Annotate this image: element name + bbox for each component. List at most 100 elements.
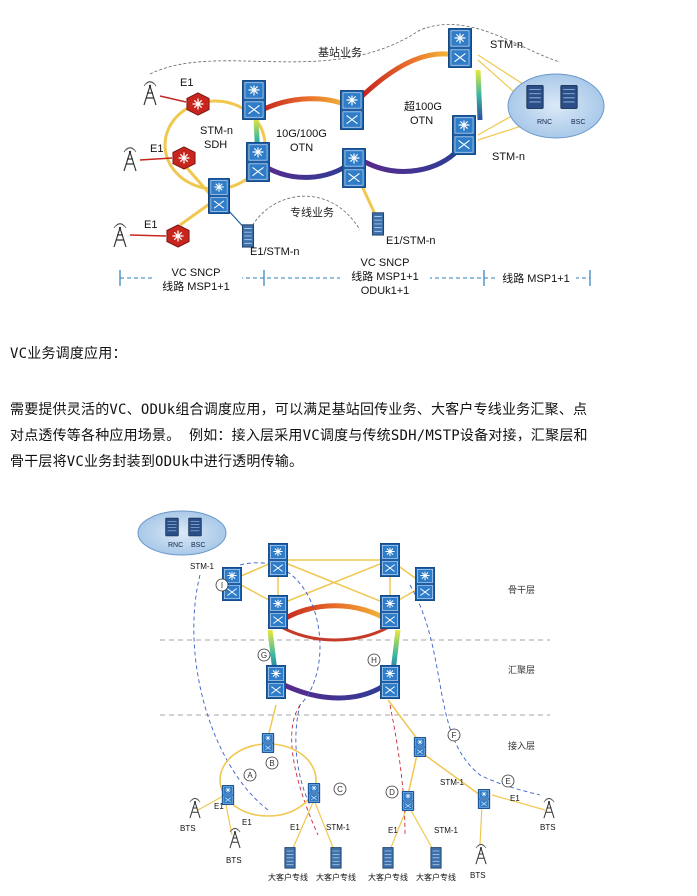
span-mid-line3: ODUk1+1 (361, 285, 410, 297)
bts-tower-icon-3 (475, 843, 487, 865)
building-icon-1 (241, 224, 255, 248)
access-node-4 (413, 737, 427, 757)
sdh-stm-label: STM-n (200, 125, 233, 137)
rnc-label: RNC (537, 119, 552, 126)
building-icon-2 (371, 212, 385, 236)
layer-access-label: 接入层 (508, 740, 535, 751)
backbone-node-3 (268, 595, 288, 629)
rnc-label-2: RNC (168, 542, 183, 549)
access-node-3 (307, 783, 321, 803)
stm-n-top-label: STM-n (490, 39, 523, 51)
otn-node-2 (246, 142, 270, 182)
backbone-node-5 (380, 595, 400, 629)
sdh-red-node-2 (172, 146, 196, 170)
aggregation-node-2 (380, 665, 400, 699)
tower-icon-2 (123, 146, 137, 172)
e1-label-3: E1 (290, 823, 300, 832)
bts-label-1: BTS (180, 824, 196, 833)
e1-label-b: E1 (150, 143, 163, 155)
marker-h: H (371, 656, 377, 665)
marker-f: F (452, 731, 457, 740)
span-mid-line1: VC SNCP (361, 257, 410, 269)
customer-label-1: 大客户专线 (268, 872, 308, 882)
stm1-top-label: STM-1 (190, 562, 215, 571)
customer-label-2: 大客户专线 (316, 872, 356, 882)
e1-label-a: E1 (180, 77, 193, 89)
stm1-d-label: STM-1 (434, 826, 459, 835)
marker-d: D (389, 788, 395, 797)
bts-label-2: BTS (226, 856, 242, 865)
e1-label-1: E1 (214, 802, 224, 811)
e1-stm-left-label: E1/STM-n (250, 246, 300, 258)
backbone-node-6 (415, 567, 435, 601)
otn-node-5 (448, 28, 472, 68)
paragraph-line-2: 对点透传等各种应用场景。 例如：接入层采用VC调度与传统SDH/MSTP设备对接… (10, 428, 588, 444)
bsc-server-icon (560, 85, 578, 109)
super-otn-speed-label: 超100G (404, 99, 442, 113)
e1-label-2: E1 (242, 818, 252, 827)
super-otn-label: OTN (410, 115, 433, 127)
span-mid-line2: 线路 MSP1+1 (351, 269, 419, 283)
sdh-node (208, 178, 230, 214)
customer-building-icon-2 (330, 847, 342, 869)
bsc-label: BSC (571, 119, 585, 126)
bts-label-4: BTS (540, 823, 556, 832)
customer-label-3: 大客户专线 (368, 872, 408, 882)
bsc-label-2: BSC (191, 542, 205, 549)
otn-node-1 (242, 80, 266, 120)
stm-n-bottom-label: STM-n (492, 151, 525, 163)
bts-tower-icon-1 (189, 797, 201, 819)
access-node-1 (261, 733, 275, 753)
customer-building-icon-3 (382, 847, 394, 869)
marker-e: E (505, 777, 510, 786)
aggregation-node-1 (266, 665, 286, 699)
bts-label-3: BTS (470, 871, 486, 880)
rnc-server-icon-2 (165, 517, 179, 537)
e1-label-c: E1 (144, 219, 157, 231)
paragraph-line-1: 需要提供灵活的VC、ODUk组合调度应用，可以满足基站回传业务、大客户专线业务汇… (10, 402, 588, 418)
base-station-service-label: 基站业务 (318, 45, 362, 59)
rnc-bsc-cloud (507, 73, 605, 139)
e1-label-5: E1 (510, 794, 520, 803)
marker-a: A (247, 771, 253, 780)
stm1-e-label: STM-1 (440, 778, 465, 787)
access-node-6 (477, 789, 491, 809)
paragraph-line-3: 骨干层将VC业务封装到ODUk中进行透明传输。 (10, 454, 304, 470)
leased-line-service-label: 专线业务 (290, 205, 334, 219)
rnc-server-icon (526, 85, 544, 109)
sdh-red-node-1 (186, 92, 210, 116)
network-diagram-1: RNC BSC 基站业务 E1 E1 E1 STM-n SDH 10G/100G… (113, 24, 605, 298)
description-paragraph: 需要提供灵活的VC、ODUk组合调度应用，可以满足基站回传业务、大客户专线业务汇… (10, 397, 690, 475)
layer-aggregation-label: 汇聚层 (508, 665, 535, 675)
backbone-node-4 (380, 543, 400, 577)
marker-c: C (337, 785, 343, 794)
otn-speed-label: 10G/100G (276, 128, 327, 140)
tower-icon-3 (113, 222, 127, 248)
sdh-label: SDH (204, 139, 227, 151)
backbone-node-2 (268, 543, 288, 577)
otn-node-3 (340, 90, 364, 130)
customer-label-4: 大客户专线 (416, 872, 456, 882)
otn-label: OTN (290, 142, 313, 154)
access-node-2 (221, 785, 235, 805)
span-left-line2: 线路 MSP1+1 (162, 279, 230, 293)
tower-icon-1 (143, 80, 157, 106)
e1-stm-right-label: E1/STM-n (386, 235, 436, 247)
network-diagram-2: RNC BSC I G H F B A C D E (137, 510, 556, 882)
bts-tower-icon-4 (543, 797, 555, 819)
marker-b: B (269, 759, 274, 768)
otn-node-4 (342, 148, 366, 188)
otn-node-6 (452, 115, 476, 155)
layer-backbone-label: 骨干层 (508, 585, 535, 595)
marker-g: G (261, 651, 267, 660)
customer-building-icon-1 (284, 847, 296, 869)
span-right-label: 线路 MSP1+1 (502, 271, 570, 285)
stm1-c-label: STM-1 (326, 823, 351, 832)
bsc-server-icon-2 (188, 517, 202, 537)
e1-label-4: E1 (388, 826, 398, 835)
section-heading: VC业务调度应用： (10, 346, 127, 362)
sdh-red-node-3 (166, 224, 190, 248)
rnc-bsc-cloud-2 (137, 510, 227, 556)
span-left-line1: VC SNCP (172, 267, 221, 279)
access-node-5 (401, 791, 415, 811)
